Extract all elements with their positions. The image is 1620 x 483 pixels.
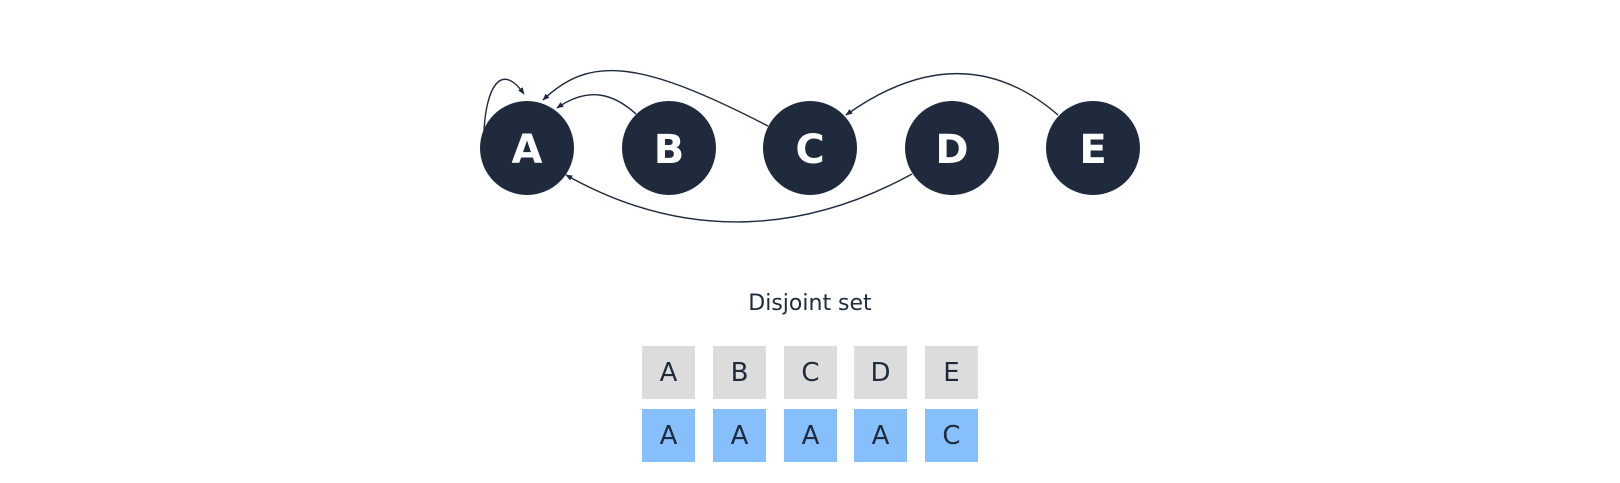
node-c: C bbox=[763, 101, 857, 195]
key-cell-b: B bbox=[713, 346, 766, 399]
node-e-label: E bbox=[1079, 127, 1106, 173]
edge-d-to-a bbox=[565, 173, 913, 223]
node-d-label: D bbox=[935, 127, 968, 173]
parent-cell-d: A bbox=[854, 409, 907, 462]
parent-cell-a: A bbox=[642, 409, 695, 462]
node-b: B bbox=[622, 101, 716, 195]
parent-cell-b: A bbox=[713, 409, 766, 462]
disjoint-set-title: Disjoint set bbox=[748, 291, 872, 316]
node-d: D bbox=[905, 101, 999, 195]
node-a: A bbox=[480, 101, 574, 195]
key-cell-e: E bbox=[925, 346, 978, 399]
key-cell-d: D bbox=[854, 346, 907, 399]
node-e: E bbox=[1046, 101, 1140, 195]
parent-cell-e: C bbox=[925, 409, 978, 462]
parent-cell-c: A bbox=[784, 409, 837, 462]
disjoint-set-parents-row: A A A A C bbox=[642, 409, 982, 462]
edge-a-to-a bbox=[483, 78, 525, 132]
graph-diagram: A B C D E bbox=[480, 69, 1140, 223]
key-cell-c: C bbox=[784, 346, 837, 399]
node-a-label: A bbox=[512, 127, 543, 173]
key-cell-a: A bbox=[642, 346, 695, 399]
node-c-label: C bbox=[795, 127, 824, 173]
edge-e-to-c bbox=[845, 73, 1059, 116]
disjoint-set-keys-row: A B C D E bbox=[642, 346, 982, 399]
edge-c-to-a bbox=[542, 69, 769, 127]
node-b-label: B bbox=[654, 127, 685, 173]
edge-b-to-a bbox=[556, 94, 637, 115]
